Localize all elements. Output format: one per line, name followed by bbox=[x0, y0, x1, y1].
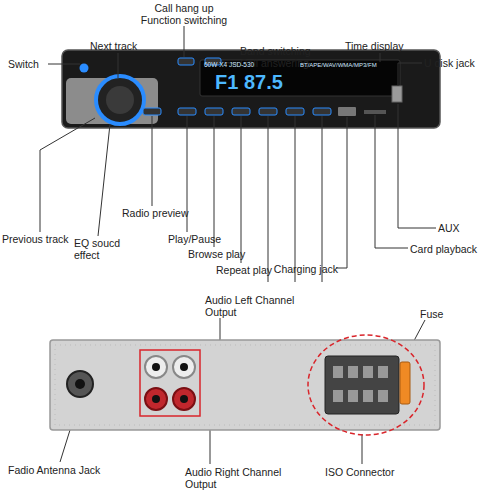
leader-lines-part bbox=[322, 116, 323, 282]
callout-label: Fadio Antenna Jack bbox=[8, 464, 128, 476]
callout-label: Previous track bbox=[2, 233, 78, 245]
highlight-ellipse-part bbox=[308, 335, 424, 435]
callout-label: Play/Pause bbox=[168, 233, 230, 245]
rear-panel bbox=[50, 340, 440, 430]
display-text: BT/APE/WAV/WMA/MP3/FM bbox=[300, 61, 400, 69]
front-panel-part bbox=[392, 86, 402, 102]
leader-lines-part bbox=[152, 116, 153, 206]
callout-label: Radio preview bbox=[122, 207, 198, 219]
antenna-jack bbox=[67, 371, 93, 397]
leader-lines-part bbox=[98, 124, 110, 236]
leader-lines-part bbox=[398, 63, 422, 86]
leader-lines-part bbox=[184, 26, 185, 57]
antenna-jack-part bbox=[75, 379, 85, 389]
iso-connector-part bbox=[363, 366, 373, 378]
callout-label: AUX bbox=[438, 222, 478, 234]
rca-jacks-part bbox=[173, 388, 195, 410]
leader-lines-part bbox=[380, 53, 381, 62]
buttons-part bbox=[178, 58, 194, 65]
buttons-part bbox=[338, 107, 356, 116]
rca-jacks-part bbox=[152, 363, 160, 371]
iso-connector-part bbox=[348, 366, 358, 378]
callout-label: Audio Right Channel Output bbox=[185, 466, 295, 490]
volume-knob-part bbox=[106, 86, 134, 114]
iso-connector-part bbox=[333, 390, 343, 402]
antenna-jack-part bbox=[67, 371, 93, 397]
display-text: 60W X4 JSD-530 bbox=[204, 61, 304, 69]
callout-label: Time display bbox=[345, 40, 425, 52]
callout-label: Audio Left Channel Output bbox=[205, 294, 305, 318]
callout-label: Fuse bbox=[420, 308, 460, 320]
highlight-ellipse bbox=[308, 335, 424, 435]
rca-jacks-part bbox=[140, 350, 200, 416]
iso-connector-part bbox=[348, 390, 358, 402]
rca-jacks bbox=[140, 350, 200, 416]
iso-connector-part bbox=[333, 366, 343, 378]
callout-label: Call hang up Function switching bbox=[134, 2, 234, 26]
callout-label: Next track bbox=[90, 40, 160, 52]
callout-label: Switch bbox=[8, 58, 50, 70]
rca-jacks-part bbox=[180, 363, 188, 371]
iso-connector bbox=[325, 356, 399, 414]
front-panel bbox=[62, 50, 440, 128]
buttons-part bbox=[259, 108, 277, 115]
rear-panel-part bbox=[55, 345, 435, 425]
front-panel-part bbox=[364, 110, 386, 114]
iso-connector-part bbox=[378, 366, 388, 378]
leader-lines-part bbox=[40, 118, 95, 232]
callout-label: Charging jack bbox=[262, 263, 338, 275]
rca-jacks-part bbox=[145, 388, 167, 410]
buttons-part bbox=[178, 108, 196, 115]
callout-label: ISO Connector bbox=[325, 466, 425, 478]
callout-label: Card playback bbox=[410, 243, 496, 255]
fuse-part bbox=[400, 362, 410, 404]
volume-knob bbox=[96, 76, 144, 124]
leader-lines-part bbox=[214, 116, 215, 247]
leader-lines-part bbox=[118, 53, 119, 78]
leader-lines-part bbox=[48, 64, 80, 65]
leader-lines-part bbox=[375, 115, 408, 248]
callout-label: Browse play bbox=[188, 248, 258, 260]
iso-connector-part bbox=[378, 390, 388, 402]
leader-lines-part bbox=[336, 117, 347, 268]
fuse bbox=[400, 362, 410, 404]
buttons-part bbox=[313, 108, 331, 115]
rca-jacks-part bbox=[173, 356, 195, 378]
display-readout: F1 87.5 bbox=[215, 70, 325, 94]
power-switch bbox=[80, 64, 89, 73]
buttons-part bbox=[232, 108, 250, 115]
leader-lines-part bbox=[241, 116, 242, 263]
rca-jacks-part bbox=[145, 356, 167, 378]
iso-connector-part bbox=[325, 356, 399, 414]
buttons-part bbox=[286, 108, 304, 115]
leader-lines-part bbox=[295, 116, 296, 282]
buttons-part bbox=[143, 108, 161, 115]
rca-jacks-part bbox=[152, 395, 160, 403]
iso-connector-part bbox=[363, 390, 373, 402]
callout-label: U disk jack bbox=[424, 57, 498, 69]
front-panel-part bbox=[200, 60, 400, 96]
leader-lines-part bbox=[398, 104, 436, 228]
leader-lines-part bbox=[268, 116, 269, 282]
rca-jacks-part bbox=[180, 395, 188, 403]
callout-label: EQ soucd effect bbox=[74, 237, 126, 261]
front-panel-part bbox=[62, 50, 440, 128]
rear-panel-part bbox=[50, 340, 440, 430]
power-switch-part bbox=[80, 64, 89, 73]
leader-lines-part bbox=[362, 434, 363, 464]
volume-knob-part bbox=[96, 76, 144, 124]
buttons-part bbox=[205, 108, 223, 115]
